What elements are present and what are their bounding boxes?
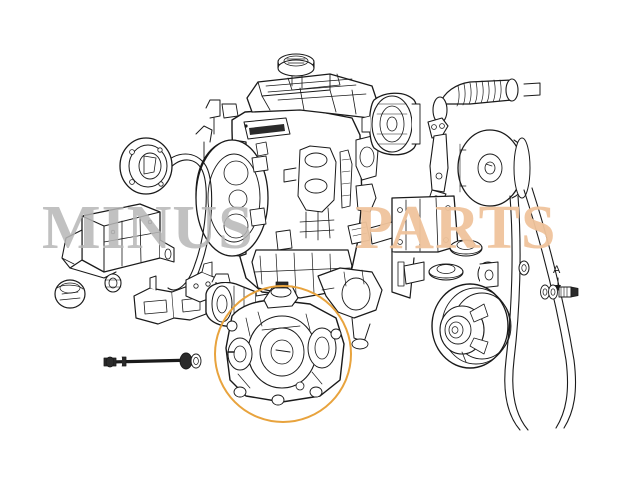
intake-manifold [283, 145, 353, 241]
mount-rubber-pad [403, 239, 499, 289]
callout-arrow-a [555, 277, 561, 291]
spacer-bushing [104, 273, 122, 293]
highlight-circle [214, 285, 352, 423]
rubber-bushing [54, 279, 86, 309]
heat-shield-panel [61, 203, 175, 279]
engine-accessory-housings [347, 135, 379, 245]
crankshaft-damper-pulley [431, 283, 512, 369]
gear-shift-cable [103, 352, 202, 370]
dipstick-tube [195, 99, 239, 161]
air-intake-hose [432, 78, 541, 124]
idler-pulley-large [457, 129, 531, 207]
valve-cover [246, 73, 379, 119]
drive-belt-inner [504, 195, 529, 431]
alternator [361, 92, 421, 156]
small-link-pin [518, 260, 530, 276]
engine-mount-bracket-right [369, 195, 459, 299]
sensor-detail [249, 141, 293, 251]
drive-belt-outer [523, 187, 577, 429]
tensioner-pulley [119, 137, 173, 195]
transmission-gearbox [225, 281, 345, 406]
support-stay-bracket [133, 275, 207, 325]
exhaust-manifold [317, 267, 383, 350]
alternator-bracket [427, 117, 449, 207]
callout-label-a: A [553, 264, 561, 276]
oil-filler-cap [277, 53, 315, 89]
